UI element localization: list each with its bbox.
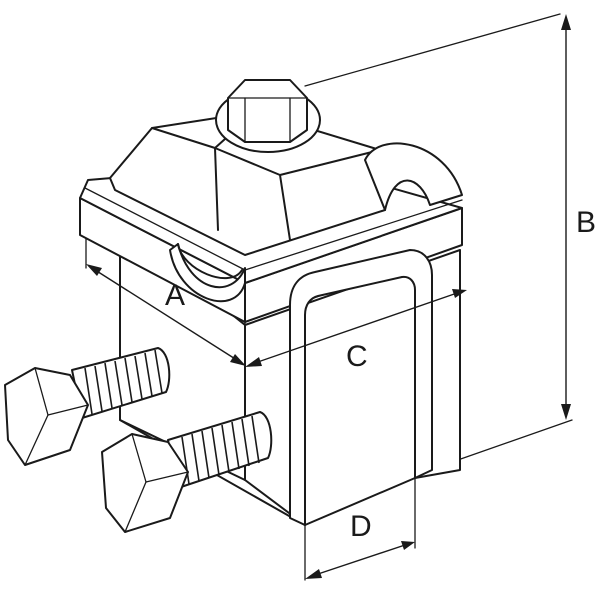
arrow-a-start-icon — [86, 264, 102, 276]
arrow-b-bottom-icon — [561, 404, 571, 420]
dimension-d — [305, 541, 415, 579]
dimension-line-a — [91, 267, 241, 363]
saddle-hook — [364, 142, 463, 211]
upper-hex-edge-1 — [34, 367, 49, 416]
top-hex-bolt — [215, 79, 321, 153]
conductor-groove — [169, 243, 246, 303]
top-hex-head-icon — [227, 79, 308, 143]
lower-bolt-shank — [167, 411, 273, 489]
groove-curve — [177, 243, 243, 280]
base-plate-inner-edge-2 — [244, 199, 463, 271]
arrow-a-end-icon — [230, 354, 246, 366]
saddle-facets — [214, 147, 381, 241]
lower-hex-edge-1 — [131, 433, 147, 483]
dimension-line-d — [311, 543, 409, 577]
arrow-c-start-icon — [245, 357, 262, 367]
arrow-c-end-icon — [452, 289, 467, 298]
dimension-a — [86, 264, 246, 366]
base-plate-inner-edge — [84, 187, 246, 271]
upper-bolt-shank — [71, 347, 171, 419]
dimension-label-c: C — [346, 340, 368, 373]
lower-hex-edge-2 — [145, 471, 189, 483]
u-bracket-body — [289, 249, 433, 526]
groove-front — [169, 243, 246, 303]
arrow-d-start-icon — [305, 569, 322, 579]
arrow-b-top-icon — [561, 14, 571, 30]
side-bolt-upper — [4, 347, 171, 466]
u-bracket — [289, 249, 433, 526]
lower-hex-edge-3 — [124, 481, 147, 533]
upper-bolt-threads — [84, 349, 163, 415]
dimension-c — [245, 289, 467, 367]
dimension-line-c — [251, 291, 461, 365]
clamp-top-saddle — [109, 111, 463, 256]
arrow-d-end-icon — [401, 541, 415, 550]
lower-bolt-threads — [181, 415, 260, 485]
side-bolt-lower — [101, 411, 273, 533]
extension-line-b-top — [304, 13, 561, 87]
dimension-b — [561, 14, 571, 420]
dimension-label-b: B — [576, 206, 596, 239]
dimension-label-a: A — [165, 279, 185, 312]
upper-bolt-hex-head-icon — [4, 367, 89, 466]
upper-hex-edge-3 — [24, 414, 49, 466]
upper-hex-edge-2 — [47, 404, 89, 416]
dimension-label-d: D — [350, 510, 372, 543]
